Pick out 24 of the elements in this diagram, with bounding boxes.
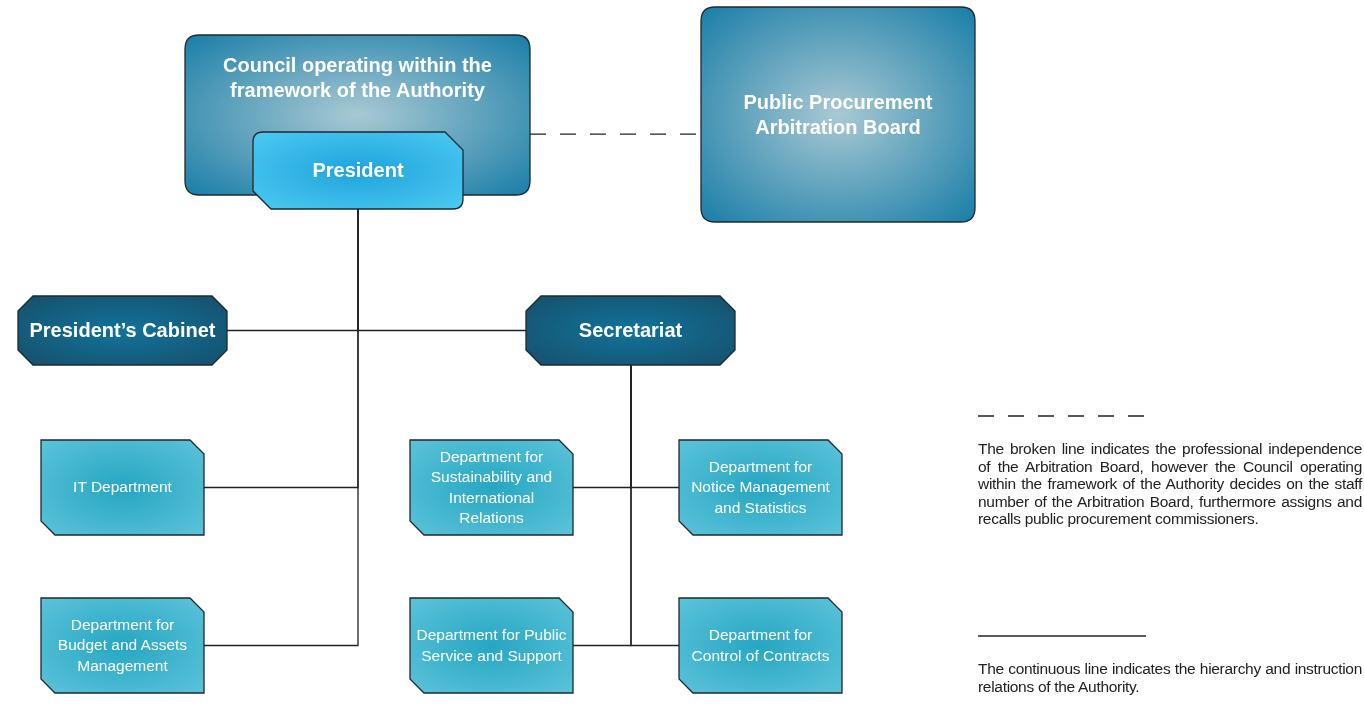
node-label: Department for Notice Management and Statistics: [690, 456, 831, 518]
president-box: [253, 132, 463, 209]
department-box: [410, 440, 573, 535]
node-label: Secretariat: [578, 318, 683, 343]
department-box: [679, 440, 842, 535]
unit-box: [18, 296, 227, 365]
node-label: Department for Budget and Assets Management: [56, 614, 189, 676]
department-box: [41, 598, 204, 693]
unit-box: [526, 296, 735, 365]
node-label: Department for Control of Contracts: [690, 625, 831, 666]
legend-text: The continuous line indicates the hierarchy and instruction relations of the Authority.: [978, 660, 1362, 695]
node-label: Public Procurement Arbitration Board: [742, 89, 934, 140]
node-label: Department for Sustainability and International Relations: [429, 446, 554, 528]
connector-line: [630, 364, 680, 647]
department-box: [410, 598, 573, 693]
node-label: President’s Cabinet: [29, 318, 216, 343]
department-box: [679, 598, 842, 693]
node-label: Council operating within the framework of the Authority: [222, 53, 493, 103]
node-label: IT Department: [73, 477, 172, 498]
node-label: Department for Public Service and Support: [416, 625, 567, 666]
node-label: President: [312, 158, 404, 183]
department-box: [41, 440, 204, 535]
council-box: [701, 7, 975, 222]
legend-text: The broken line indicates the professional independence of the Arbitration Board, however the Council operating within the framework of the Authority decides on the staff number of the Arbitration Board, furthermore assigns and recalls public procurement commissioners.: [978, 440, 1362, 528]
